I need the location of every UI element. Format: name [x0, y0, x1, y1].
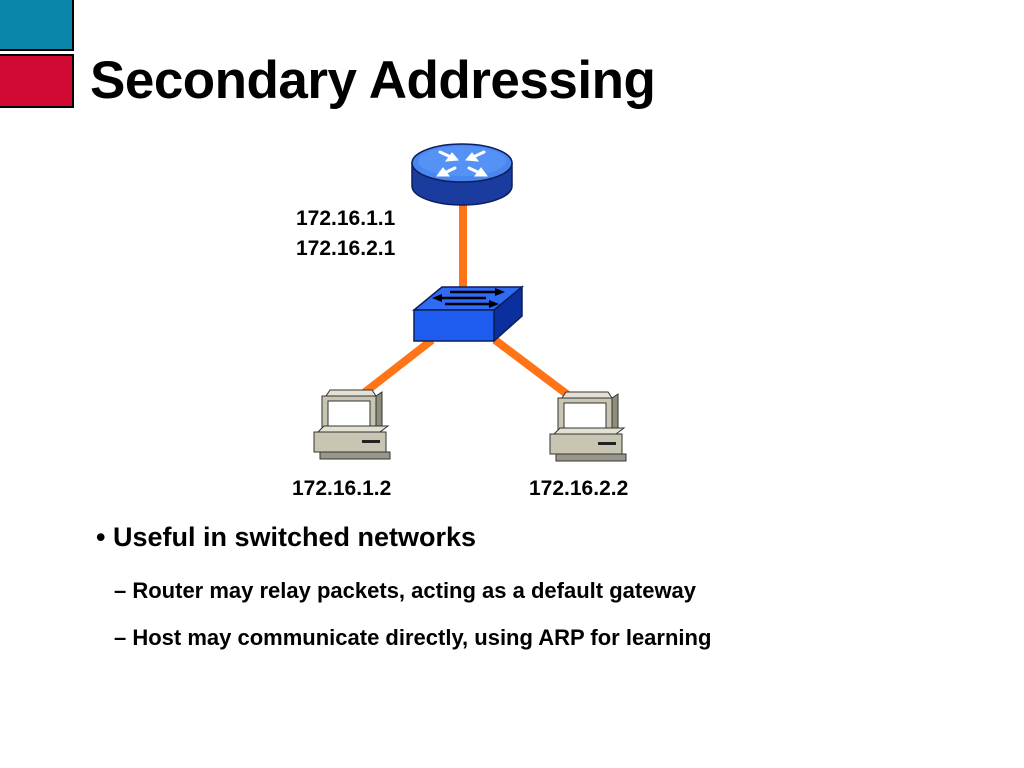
pc-icon: [313, 389, 391, 460]
router-ip-primary: 172.16.1.1: [296, 207, 396, 230]
switch-host-left-link: [357, 336, 435, 400]
bullet-main: • Useful in switched networks: [96, 522, 477, 552]
pc-icon: [549, 391, 627, 462]
router-ip-secondary: 172.16.2.1: [296, 237, 396, 260]
switch-host-right-link: [492, 336, 575, 402]
host-left-ip: 172.16.1.2: [292, 477, 392, 500]
router-icon: [411, 143, 513, 206]
bullet-sub-1: – Router may relay packets, acting as a …: [114, 578, 697, 603]
slide-title: Secondary Addressing: [90, 51, 656, 110]
corner-block-top: [0, 0, 74, 51]
bullet-list: • Useful in switched networks – Router m…: [96, 522, 711, 650]
host-right-ip: 172.16.2.2: [529, 477, 629, 500]
switch-icon: [411, 285, 525, 343]
corner-block-bottom: [0, 54, 74, 108]
bullet-sub-2: – Host may communicate directly, using A…: [114, 625, 712, 650]
